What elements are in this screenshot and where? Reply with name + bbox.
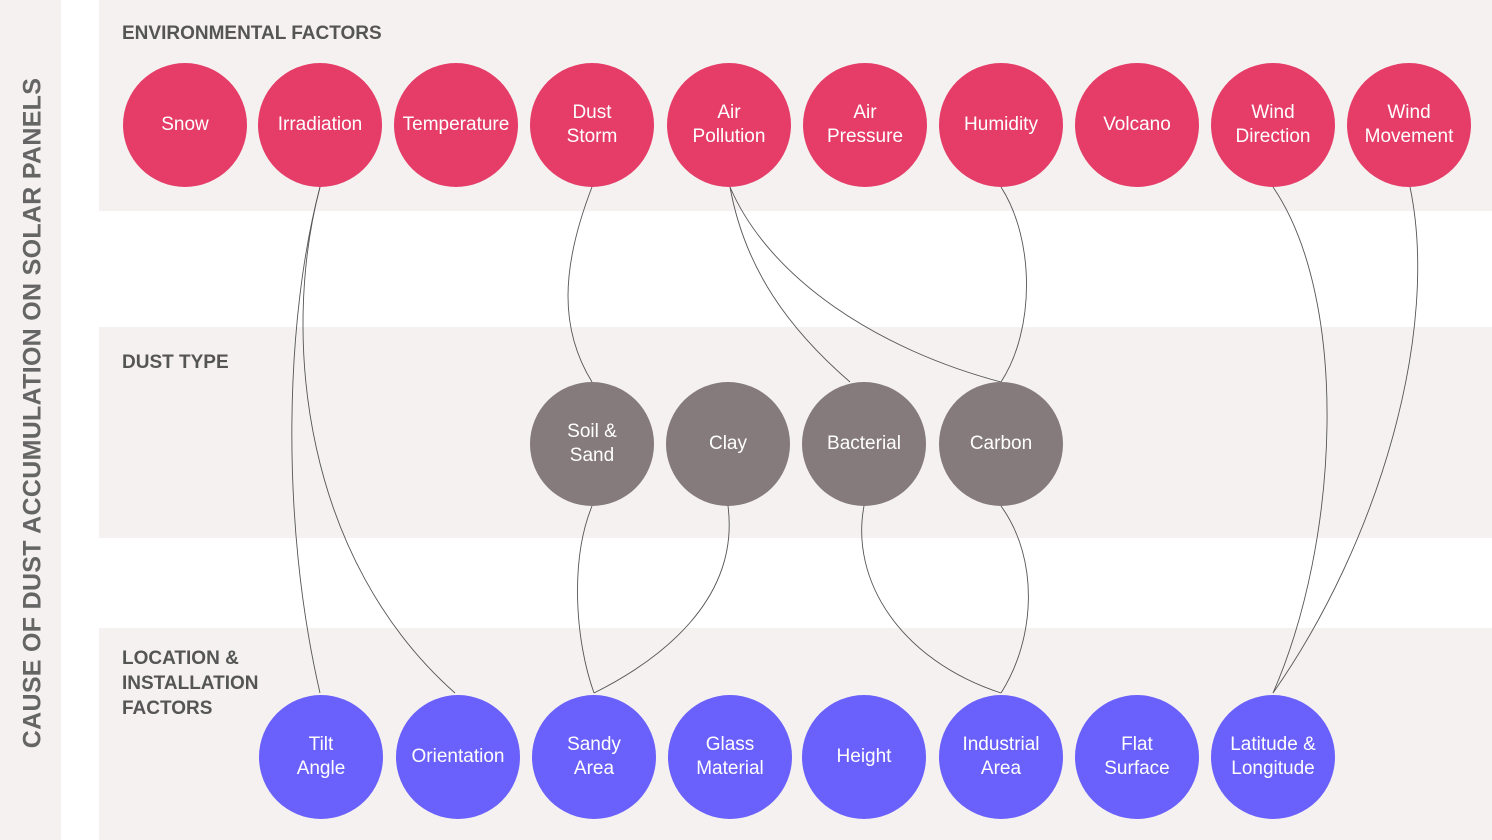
node-bacterial: Bacterial xyxy=(802,382,926,506)
node-industrial-area: Industrial Area xyxy=(939,695,1063,819)
node-carbon: Carbon xyxy=(939,382,1063,506)
node-height: Height xyxy=(802,695,926,819)
node-glass-material: Glass Material xyxy=(668,695,792,819)
dust-type-section-label: DUST TYPE xyxy=(122,352,229,373)
node-orientation: Orientation xyxy=(396,695,520,819)
node-wind-direction: Wind Direction xyxy=(1211,63,1335,187)
link-wind-direction-latlong xyxy=(1272,186,1328,694)
link-carbon-industrial-area xyxy=(1000,505,1029,694)
node-air-pressure: Air Pressure xyxy=(803,63,927,187)
node-soil-sand: Soil & Sand xyxy=(530,382,654,506)
node-volcano: Volcano xyxy=(1075,63,1199,187)
link-air-pollution-carbon xyxy=(729,186,1002,383)
link-air-pollution-bacterial xyxy=(729,186,851,383)
location-section-label: LOCATION & INSTALLATION FACTORS xyxy=(122,648,259,719)
node-sandy-area: Sandy Area xyxy=(532,695,656,819)
link-humidity-carbon xyxy=(1000,186,1027,383)
node-dust-storm: Dust Storm xyxy=(530,63,654,187)
title-band xyxy=(0,0,61,840)
link-irradiation-tilt-angle xyxy=(291,186,321,694)
node-air-pollution: Air Pollution xyxy=(667,63,791,187)
node-latitude-longitude: Latitude & Longitude xyxy=(1211,695,1335,819)
node-flat-surface: Flat Surface xyxy=(1075,695,1199,819)
node-snow: Snow xyxy=(123,63,247,187)
link-wind-movement-latlong xyxy=(1272,186,1419,694)
node-temperature: Temperature xyxy=(394,63,518,187)
link-clay-sandy-area xyxy=(593,505,730,694)
link-irradiation-orientation xyxy=(302,186,456,694)
node-irradiation: Irradiation xyxy=(258,63,382,187)
environmental-section-label: ENVIRONMENTAL FACTORS xyxy=(122,23,382,44)
link-dust-storm-soil-sand xyxy=(567,186,593,383)
link-soil-sand-sandy-area xyxy=(577,505,595,694)
node-clay: Clay xyxy=(666,382,790,506)
node-wind-movement: Wind Movement xyxy=(1347,63,1471,187)
node-tilt-angle: Tilt Angle xyxy=(259,695,383,819)
link-bacterial-industrial-area xyxy=(861,505,1002,694)
node-humidity: Humidity xyxy=(939,63,1063,187)
